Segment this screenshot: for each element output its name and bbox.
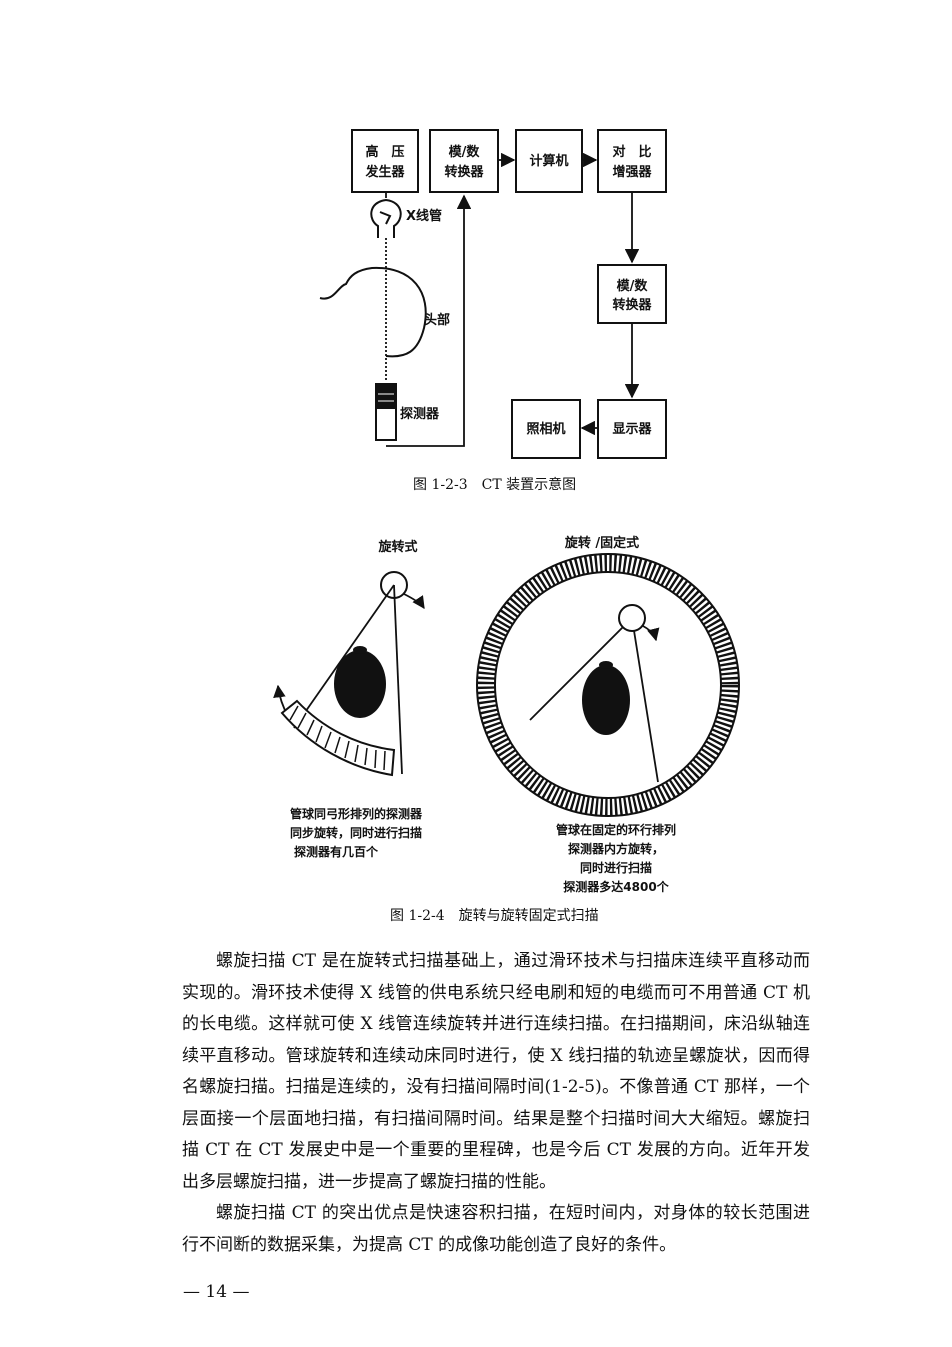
xray-tube-label: X线管: [406, 208, 442, 224]
xray-tube-icon: [370, 198, 402, 238]
scan-geometry-diagram: 旋转式 旋转 /固定式: [273, 535, 740, 817]
patient-head-left: [334, 646, 386, 718]
rotate-fixed-note-line: 探测器内方旋转，: [567, 842, 664, 856]
figure-caption-1-2-4: 图 1-2-4 旋转与旋转固定式扫描: [390, 908, 599, 924]
figure-caption-1-2-3: 图 1-2-3 CT 装置示意图: [413, 477, 577, 493]
hv-label-1: 高 压: [365, 144, 404, 160]
rotate-fixed-title: 旋转 /固定式: [564, 535, 639, 551]
adc1-label-1: 模/数: [449, 144, 481, 160]
display-box: [597, 399, 667, 459]
rotate-scanner: [273, 571, 425, 777]
rotate-note-line: 探测器有几百个: [294, 845, 379, 859]
rotate-note: 管球同弓形排列的探测器 同步旋转，同时进行扫描 探测器有几百个: [290, 805, 422, 862]
head-label: 头部: [424, 312, 450, 328]
contrast-label-2: 增强器: [612, 164, 652, 180]
detector-ring: [477, 554, 739, 816]
tube-icon: [618, 604, 646, 632]
rotate-note-line: 同步旋转，同时进行扫描: [290, 826, 423, 840]
display-label: 显示器: [612, 422, 652, 437]
contrast-enhancer-box: [597, 129, 667, 193]
body-text: 螺旋扫描 CT 是在旋转式扫描基础上，通过滑环技术与扫描床连续平直移动而实现的。…: [182, 946, 810, 1261]
detector-label: 探测器: [400, 406, 440, 422]
rotate-fixed-scanner: [476, 553, 740, 817]
computer-box: [515, 129, 583, 193]
rotate-fixed-note-line: 探测器多达4800个: [563, 880, 669, 894]
hv-generator-box: [351, 129, 419, 193]
camera-label: 照相机: [526, 421, 565, 437]
adc2-label-2: 转换器: [612, 297, 652, 313]
rotate-fixed-note: 管球在固定的环行排列 探测器内方旋转， 同时进行扫描 探测器多达4800个: [536, 821, 696, 897]
adc-box-1: [429, 129, 499, 193]
hv-label-2: 发生器: [364, 164, 405, 180]
ct-device-diagram: 高 压 发生器 模/数 转换器 计算机 对 比 增强器 模/数 转换器 显示器 …: [319, 129, 667, 459]
head-outline: [319, 266, 427, 358]
adc-box-2: [597, 264, 667, 324]
rotate-fixed-note-line: 管球在固定的环行排列: [555, 823, 676, 837]
paragraph: 螺旋扫描 CT 是在旋转式扫描基础上，通过滑环技术与扫描床连续平直移动而实现的。…: [182, 951, 810, 1192]
rotate-note-line: 管球同弓形排列的探测器: [290, 807, 423, 821]
page-number: — 14 —: [183, 1282, 250, 1302]
rotate-fixed-note-line: 同时进行扫描: [579, 861, 652, 875]
camera-box: [511, 399, 581, 459]
adc1-label-2: 转换器: [444, 164, 484, 180]
adc2-label-1: 模/数: [617, 278, 649, 294]
patient-head-right: [582, 661, 630, 735]
paragraph: 螺旋扫描 CT 的突出优点是快速容积扫描，在短时间内，对身体的较长范围进行不间断…: [182, 1203, 810, 1255]
detector-icon: [375, 383, 397, 441]
contrast-label-1: 对 比: [612, 144, 651, 160]
rotate-title: 旋转式: [377, 539, 417, 555]
computer-label: 计算机: [529, 153, 568, 169]
